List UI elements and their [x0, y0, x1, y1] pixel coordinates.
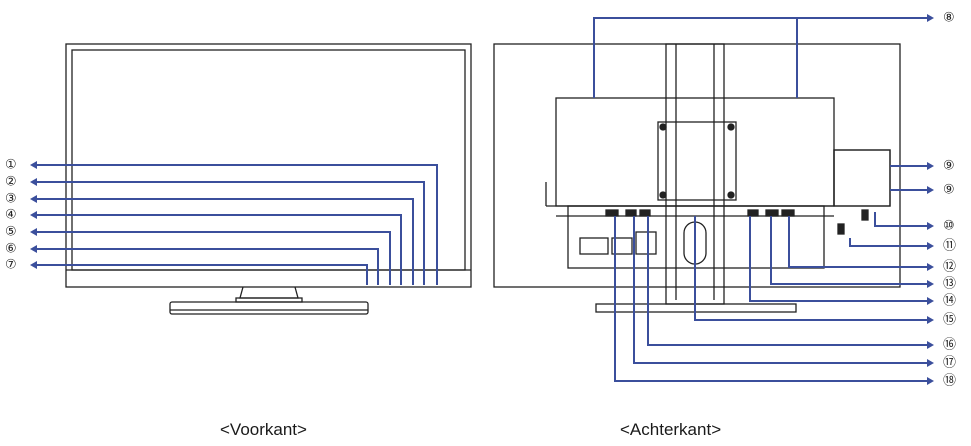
back-label-10: ⑩ [943, 219, 955, 234]
front-leader-2 [32, 181, 425, 285]
back-leader-14-arrow [927, 297, 934, 305]
front-leader-5-arrow [30, 228, 37, 236]
front-stand-base [169, 301, 369, 315]
front-label-5: ⑤ [5, 225, 17, 240]
front-leader-1-arrow [30, 161, 37, 169]
back-leader-17-arrow [927, 359, 934, 367]
back-label-9a: ⑨ [943, 159, 955, 174]
back-leader-13-arrow [927, 280, 934, 288]
back-label-16: ⑯ [943, 338, 956, 353]
back-leader-16-arrow [927, 341, 934, 349]
back-leader-9b-arrow [927, 186, 934, 194]
back-label-15: ⑮ [943, 313, 956, 328]
back-upper-housing [555, 97, 835, 207]
front-label-4: ④ [5, 208, 17, 223]
front-stand-neck [239, 286, 299, 299]
leader-lines [30, 14, 934, 385]
back-leader-10-arrow [927, 222, 934, 230]
back-label-18: ⑱ [943, 374, 956, 389]
back-vesa-plate [657, 121, 737, 201]
front-screen [71, 49, 466, 271]
back-leader-18-arrow [927, 377, 934, 385]
front-leader-4-arrow [30, 211, 37, 219]
back-leader-12-arrow [927, 263, 934, 271]
back-leader-8 [593, 17, 932, 98]
front-leader-6-arrow [30, 245, 37, 253]
front-leader-1 [32, 164, 438, 285]
front-label-6: ⑥ [5, 242, 17, 257]
back-leader-9a-arrow [927, 162, 934, 170]
back-label-9b: ⑨ [943, 183, 955, 198]
front-leader-3 [32, 198, 414, 285]
back-label-13: ⑬ [943, 277, 956, 292]
front-label-1: ① [5, 158, 17, 173]
front-label-7: ⑦ [5, 258, 17, 273]
back-leader-11-arrow [927, 242, 934, 250]
back-lower-housing [545, 149, 891, 207]
front-leader-3-arrow [30, 195, 37, 203]
back-leader-15 [694, 216, 932, 321]
front-label-3: ③ [5, 192, 17, 207]
front-leader-7-arrow [30, 261, 37, 269]
back-monitor [493, 43, 901, 313]
front-leader-4 [32, 214, 402, 285]
back-leader-13 [770, 216, 932, 285]
back-outline [493, 43, 901, 288]
front-leader-7 [32, 264, 368, 285]
front-monitor [65, 43, 472, 315]
back-leader-18 [614, 216, 932, 382]
back-leader-15-arrow [927, 316, 934, 324]
back-leader-11 [849, 238, 932, 247]
back-leader-12 [788, 216, 932, 268]
back-label-17: ⑰ [943, 356, 956, 371]
back-leader-8-arrow [927, 14, 934, 22]
front-leader-5 [32, 231, 391, 285]
back-label-8: ⑧ [943, 11, 955, 26]
front-label-2: ② [5, 175, 17, 190]
front-leader-6 [32, 248, 379, 285]
back-leader-16 [647, 216, 932, 346]
back-side-panel [833, 149, 891, 207]
front-caption: <Voorkant> [220, 420, 307, 439]
back-leader-17 [633, 216, 932, 364]
back-caption: <Achterkant> [620, 420, 722, 439]
back-leader-14 [749, 216, 932, 302]
number-labels: ① ② ③④ ⑤ ⑥⑦ ⑧ ⑨ ⑨ ⑩ ⑪ ⑫ ⑬ ⑭ ⑮ ⑯ ⑰ ⑱ [5, 11, 956, 389]
back-leader-10 [874, 212, 932, 227]
back-label-12: ⑫ [943, 260, 956, 275]
back-label-14: ⑭ [943, 294, 956, 309]
front-leader-2-arrow [30, 178, 37, 186]
back-label-11: ⑪ [943, 239, 956, 254]
